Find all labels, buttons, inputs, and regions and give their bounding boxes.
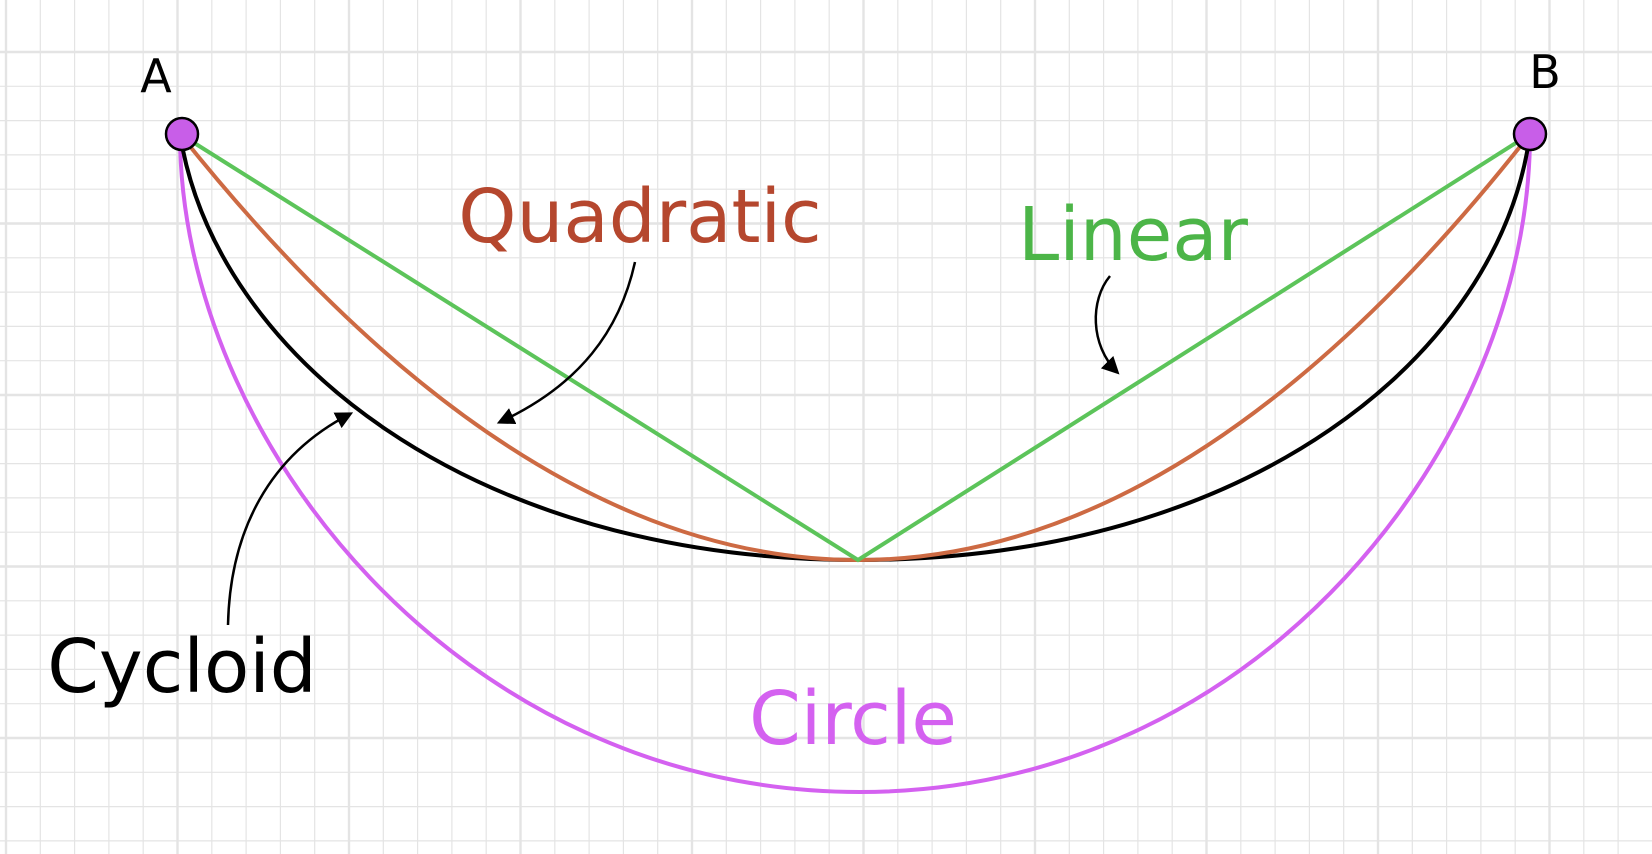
quadratic-curve: [178, 132, 1532, 563]
point-a-label: A: [140, 49, 172, 103]
linear-curve: [178, 132, 1532, 563]
point-b-label: B: [1529, 45, 1561, 99]
cycloid-curve: [178, 133, 1532, 563]
cycloid-label: Cycloid: [47, 624, 317, 710]
circle-curve: [178, 133, 1532, 795]
point-b-marker: [1512, 116, 1548, 152]
cycloid-pointer-arrow: [226, 412, 354, 626]
linear-label: Linear: [1018, 192, 1249, 278]
quadratic-label: Quadratic: [458, 174, 822, 260]
linear-pointer-arrow: [1094, 275, 1120, 375]
point-a-marker: [164, 116, 200, 152]
circle-label: Circle: [749, 676, 957, 762]
quadratic-pointer-arrow: [496, 261, 637, 425]
